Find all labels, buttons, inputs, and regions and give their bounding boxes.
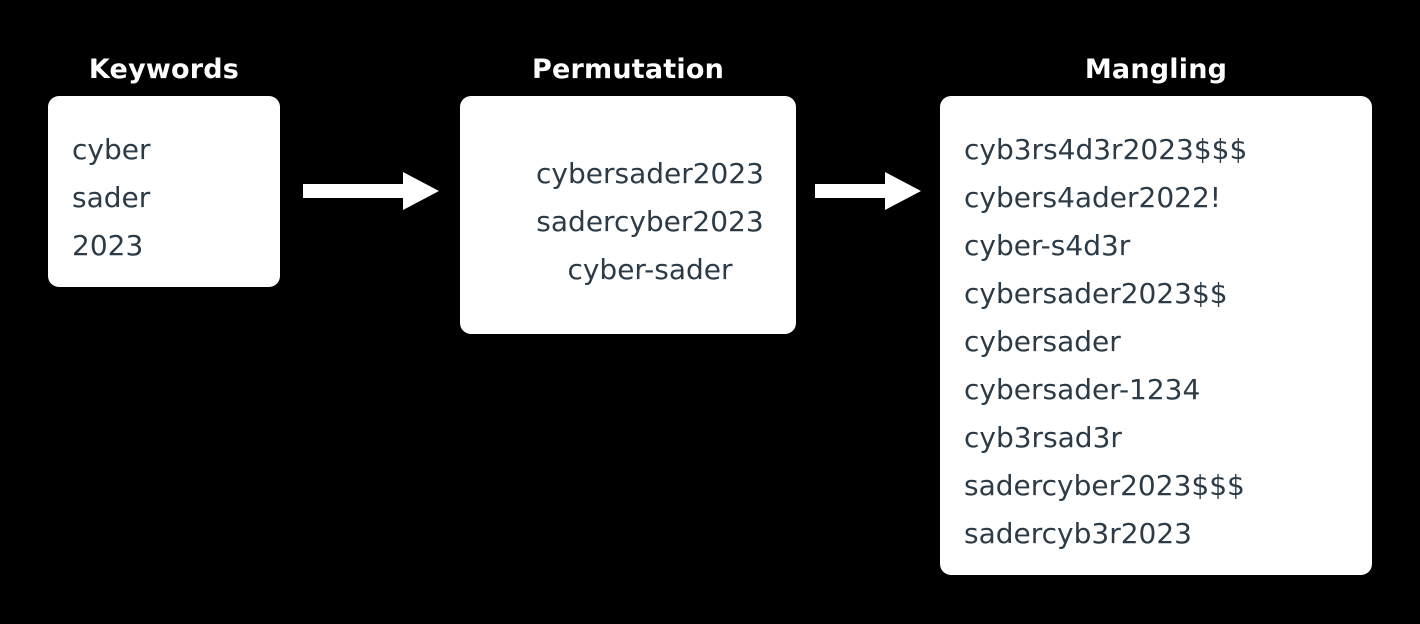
stage-title-mangling: Mangling	[1084, 54, 1228, 85]
list-item: cyber-sader	[567, 253, 733, 286]
list-item: cyb3rsad3r	[964, 421, 1122, 454]
list-item: cyber	[72, 133, 151, 166]
list-item: cybersader	[964, 325, 1121, 358]
list-item: 2023	[72, 229, 144, 262]
stage-title-permutation: Permutation	[531, 54, 725, 85]
card-mangling: cyb3rs4d3r2023$$$ cybers4ader2022! cyber…	[940, 96, 1372, 575]
card-permutation: cybersader2023 sadercyber2023 cyber-sade…	[460, 96, 796, 334]
card-keywords: cyber sader 2023	[48, 96, 280, 287]
permutation-list: cybersader2023 sadercyber2023 cyber-sade…	[460, 96, 796, 294]
list-item: cyb3rs4d3r2023$$$	[964, 133, 1248, 166]
arrow-keywords-to-permutation-icon	[303, 172, 439, 210]
list-item: cybers4ader2022!	[964, 181, 1222, 214]
stage-title-keywords: Keywords	[88, 54, 240, 85]
list-item: sader	[72, 181, 151, 214]
list-item: cybersader-1234	[964, 373, 1201, 406]
mangling-list: cyb3rs4d3r2023$$$ cybers4ader2022! cyber…	[940, 96, 1372, 558]
keywords-list: cyber sader 2023	[48, 96, 280, 270]
list-item: cybersader2023$$	[964, 277, 1228, 310]
arrow-permutation-to-mangling-icon	[815, 172, 921, 210]
list-item: cyber-s4d3r	[964, 229, 1131, 262]
list-item: cybersader2023	[536, 157, 764, 190]
list-item: sadercyber2023$$$	[964, 469, 1245, 502]
list-item: sadercyber2023	[536, 205, 764, 238]
list-item: sadercyb3r2023	[964, 517, 1192, 550]
